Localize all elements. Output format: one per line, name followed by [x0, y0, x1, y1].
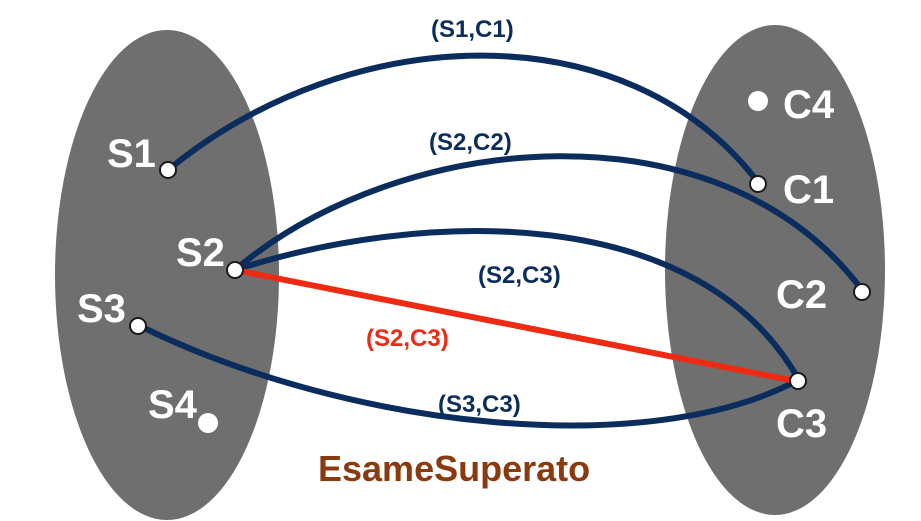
point-c4	[748, 91, 768, 111]
edge-s2-c3	[234, 228, 803, 384]
point-s4	[198, 413, 218, 433]
edge-s3-c3	[136, 322, 800, 429]
point-s1	[159, 161, 177, 179]
label-s3: S3	[77, 287, 126, 331]
label-c2: C2	[776, 273, 827, 317]
point-s3	[129, 317, 147, 335]
edge-label-s2-c2: (S2,C2)	[429, 129, 512, 156]
relation-title: EsameSuperato	[318, 448, 590, 489]
label-c3: C3	[776, 402, 827, 446]
point-s2	[226, 261, 244, 279]
edge-label-s2-c3-highlighted: (S2,C3)	[366, 325, 449, 352]
edge-s2-c2	[233, 153, 865, 292]
edge-label-s2-c3: (S2,C3)	[478, 262, 561, 289]
label-s2: S2	[176, 231, 225, 275]
point-c2	[853, 283, 871, 301]
right-set-ellipse	[665, 25, 885, 515]
point-c1	[749, 175, 767, 193]
label-c4: C4	[783, 83, 835, 127]
edge-label-s1-c1: (S1,C1)	[431, 16, 514, 43]
edge-label-s3-c3: (S3,C3)	[438, 391, 521, 418]
left-set-ellipse	[55, 30, 279, 520]
label-c1: C1	[783, 168, 834, 212]
label-s4: S4	[148, 383, 198, 427]
point-c3	[789, 372, 807, 390]
edge-s2-c3-highlighted	[234, 267, 801, 385]
edge-s1-c1	[166, 52, 763, 187]
label-s1: S1	[107, 132, 156, 176]
